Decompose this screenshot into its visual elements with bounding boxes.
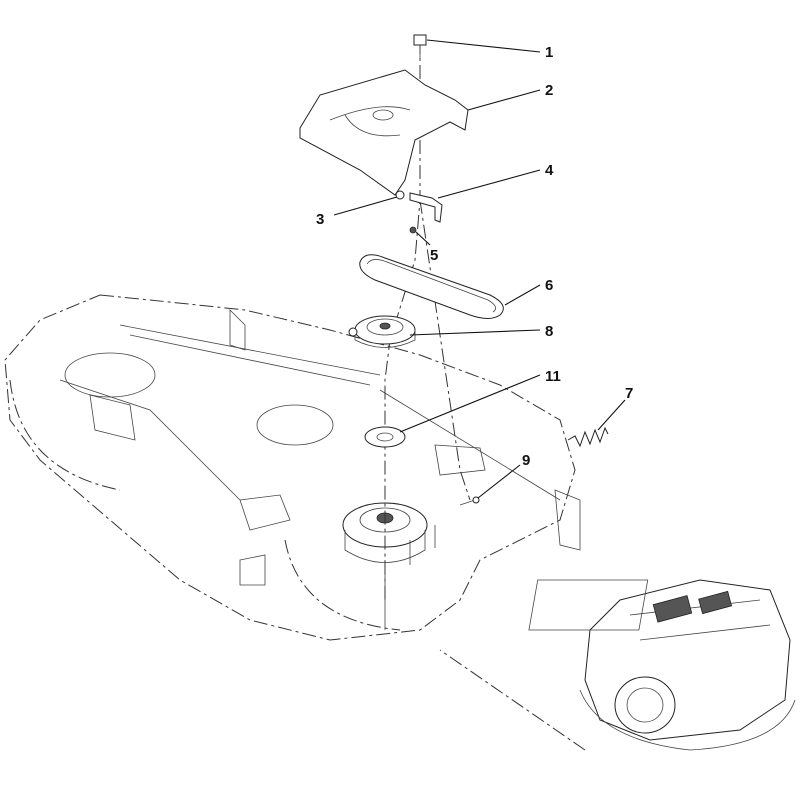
callout-3: 3 — [316, 211, 324, 228]
blower-attachment — [439, 579, 796, 751]
mower-deck — [4, 294, 581, 641]
callout-6: 6 — [545, 277, 553, 294]
spring — [567, 426, 609, 448]
spindle-assembly — [342, 502, 436, 630]
callout-1: 1 — [545, 44, 553, 61]
pin — [459, 496, 480, 506]
callout-9: 9 — [522, 452, 530, 469]
callout-11: 11 — [545, 368, 561, 385]
nut-5 — [409, 226, 417, 234]
washer — [364, 426, 406, 448]
callout-7: 7 — [625, 385, 633, 402]
callout-8: 8 — [545, 323, 553, 340]
callout-4: 4 — [545, 162, 554, 179]
bracket — [409, 192, 443, 223]
nut-3 — [395, 190, 405, 200]
callout-2: 2 — [545, 82, 553, 99]
pulley — [348, 315, 416, 348]
leader-lines — [333, 39, 626, 499]
callout-5: 5 — [430, 247, 438, 264]
belt — [359, 254, 504, 319]
bolt — [413, 34, 427, 58]
belt-cover — [299, 69, 469, 196]
callout-labels: 1 2 3 4 5 6 7 8 9 11 — [316, 44, 633, 469]
